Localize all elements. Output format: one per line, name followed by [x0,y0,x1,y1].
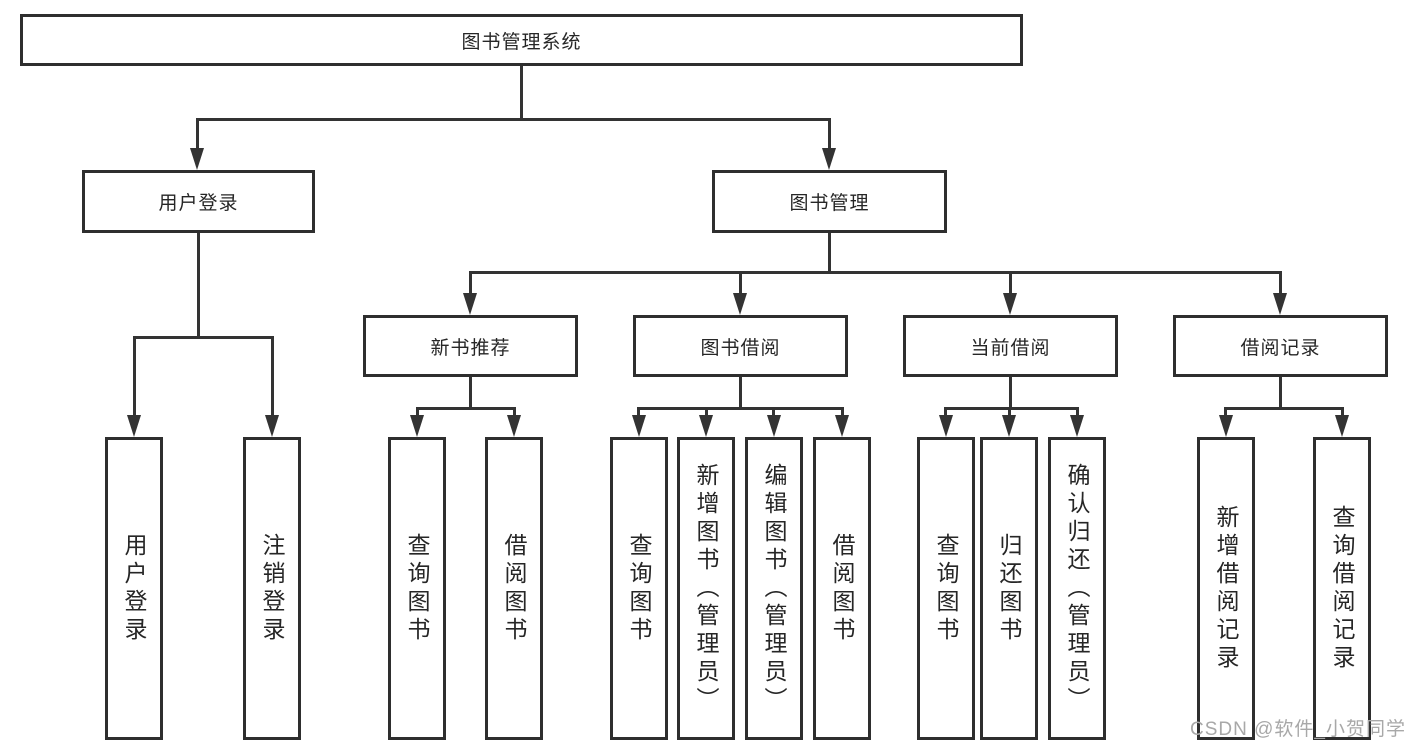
leaf-edit-books-admin-label: 编辑图书（管理员） [761,462,787,715]
connector-drop [944,407,947,417]
connector-records-stem [1279,377,1282,407]
connector-records-drop [1279,271,1282,296]
connector-current-drop [1009,271,1012,296]
node-new-books-label: 新书推荐 [430,337,511,359]
node-borrowing-records-label: 借阅记录 [1240,337,1321,359]
node-book-mgmt: 图书管理 [712,170,947,233]
leaf-query-books-2: 查询图书 [610,437,668,740]
leaf-add-borrow-record-label: 新增借阅记录 [1213,504,1239,673]
arrowhead [939,415,953,437]
leaf-query-books-3: 查询图书 [917,437,975,740]
arrowhead-user-login [190,148,204,170]
node-new-books: 新书推荐 [363,315,578,377]
arrowhead [507,415,521,437]
connector-drop [772,407,775,417]
leaf-confirm-return-admin: 确认归还（管理员） [1048,437,1106,740]
arrowhead [410,415,424,437]
leaf-return-books-label: 归还图书 [996,532,1022,645]
arrowhead-leaf-logout [265,415,279,437]
leaf-confirm-return-admin-label: 确认归还（管理员） [1064,462,1090,715]
leaf-query-books-3-label: 查询图书 [933,532,959,645]
connector-records-rail [1224,407,1344,410]
leaf-query-books-1-label: 查询图书 [404,532,430,645]
connector-leaf-logout-drop [271,336,274,416]
arrowhead-borrowing [733,293,747,315]
connector-book-mgmt-drop [828,118,831,151]
leaf-logout: 注销登录 [243,437,301,740]
connector-drop [1224,407,1227,417]
node-borrowing-records: 借阅记录 [1173,315,1388,377]
connector-leaf-login-drop [133,336,136,416]
connector-drop [637,407,640,417]
leaf-user-login: 用户登录 [105,437,163,740]
arrowhead [1219,415,1233,437]
leaf-add-books-admin-label: 新增图书（管理员） [693,462,719,715]
connector-book-borrowing-rail [637,407,844,410]
node-current-borrowing-label: 当前借阅 [970,337,1051,359]
connector-user-login-rail [133,336,274,339]
arrowhead [1070,415,1084,437]
node-book-borrowing-label: 图书借阅 [700,337,781,359]
node-current-borrowing: 当前借阅 [903,315,1118,377]
connector-book-mgmt-rail [469,271,1282,274]
leaf-query-borrow-record-label: 查询借阅记录 [1329,504,1355,673]
leaf-add-books-admin: 新增图书（管理员） [677,437,735,740]
arrowhead-leaf-login [127,415,141,437]
arrowhead-book-mgmt [822,148,836,170]
csdn-watermark: CSDN @软件_小贺同学 [1190,719,1405,740]
connector-user-login-drop [196,118,199,151]
connector-borrowing-drop [739,271,742,296]
connector-drop [705,407,708,417]
arrowhead-records [1273,293,1287,315]
leaf-edit-books-admin: 编辑图书（管理员） [745,437,803,740]
node-root: 图书管理系统 [20,14,1023,66]
connector-book-borrowing-stem [739,377,742,407]
arrowhead [632,415,646,437]
leaf-query-books-2-label: 查询图书 [626,532,652,645]
leaf-user-login-label: 用户登录 [121,532,147,645]
arrowhead [767,415,781,437]
connector-current-stem [1009,377,1012,407]
connector-root-rail [196,118,831,121]
arrowhead [835,415,849,437]
connector-new-books-rail [416,407,516,410]
leaf-query-books-1: 查询图书 [388,437,446,740]
leaf-borrow-books-1-label: 借阅图书 [501,532,527,645]
arrowhead-new-books [463,293,477,315]
connector-current-rail [944,407,1079,410]
leaf-query-borrow-record: 查询借阅记录 [1313,437,1371,740]
connector-root-stem [520,66,523,118]
connector-drop [416,407,419,417]
arrowhead-current [1003,293,1017,315]
node-book-mgmt-label: 图书管理 [789,193,870,214]
connector-drop [841,407,844,417]
connector-drop [513,407,516,417]
leaf-logout-label: 注销登录 [259,532,285,645]
node-user-login-label: 用户登录 [158,193,239,214]
connector-user-login-stem [197,233,200,336]
connector-drop [1008,407,1011,417]
leaf-borrow-books-2-label: 借阅图书 [829,532,855,645]
connector-new-books-drop [469,271,472,296]
arrowhead [1002,415,1016,437]
node-root-label: 图书管理系统 [461,31,582,53]
connector-book-mgmt-stem [828,233,831,271]
node-book-borrowing: 图书借阅 [633,315,848,377]
connector-drop [1341,407,1344,417]
leaf-add-borrow-record: 新增借阅记录 [1197,437,1255,740]
connector-new-books-stem [469,377,472,407]
arrowhead [699,415,713,437]
leaf-return-books: 归还图书 [980,437,1038,740]
arrowhead [1335,415,1349,437]
connector-drop [1076,407,1079,417]
node-user-login: 用户登录 [82,170,315,233]
leaf-borrow-books-2: 借阅图书 [813,437,871,740]
leaf-borrow-books-1: 借阅图书 [485,437,543,740]
